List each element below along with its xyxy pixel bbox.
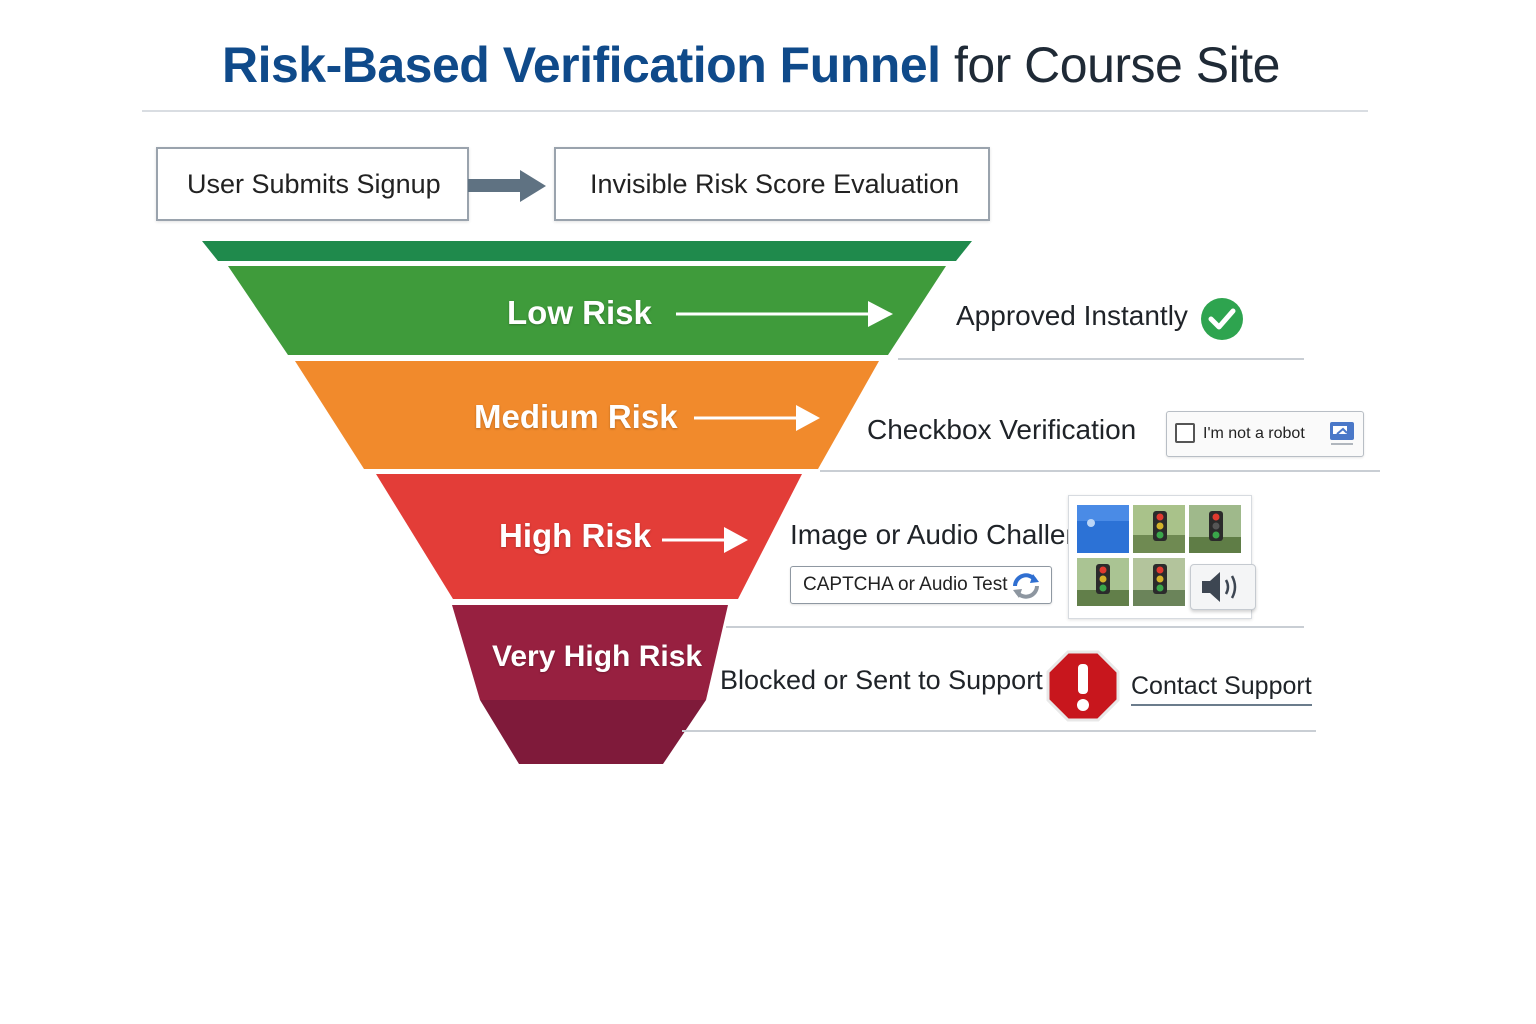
flow-start-box: User Submits Signup [156, 147, 469, 221]
tier-label-high: High Risk [499, 517, 652, 554]
traffic-light-tile-2[interactable] [1133, 505, 1185, 553]
stop-octagon-exclamation-icon [1046, 650, 1120, 722]
tier-label-medium: Medium Risk [474, 398, 678, 435]
title-strong: Risk-Based Verification Funnel [222, 37, 941, 93]
funnel-tier-medium [295, 361, 879, 469]
refresh-icon [1013, 573, 1039, 599]
separator-high [726, 626, 1304, 628]
outcome-veryhigh: Blocked or Sent to Support [720, 665, 1043, 695]
separator-veryhigh [682, 730, 1316, 732]
title-divider [142, 110, 1368, 112]
funnel-top-band [202, 241, 972, 261]
image-tile-1[interactable] [1077, 505, 1129, 553]
arrow-high-icon [662, 527, 748, 553]
flow-next-label: Invisible Risk Score Evaluation [590, 168, 960, 199]
captcha-label: CAPTCHA or Audio Test [803, 574, 1008, 595]
funnel-tier-veryhigh-bottom [480, 700, 706, 764]
arrow-medium-icon [694, 405, 820, 431]
tier-label-veryhigh: Very High Risk [492, 640, 703, 673]
funnel-tier-veryhigh [452, 605, 728, 700]
captcha-audio-test-button[interactable]: CAPTCHA or Audio Test [790, 566, 1052, 604]
recaptcha-logo-icon [1330, 422, 1354, 445]
image-challenge-grid [1068, 495, 1252, 619]
flow-arrow-icon [468, 170, 546, 202]
flow-start-label: User Submits Signup [187, 168, 441, 199]
funnel-tier-high [376, 474, 802, 599]
flow-next-box: Invisible Risk Score Evaluation [554, 147, 990, 221]
recaptcha-checkbox-widget[interactable]: I'm not a robot [1166, 411, 1364, 457]
tier-label-low: Low Risk [507, 294, 652, 331]
traffic-light-tile-3[interactable] [1189, 505, 1241, 553]
outcome-high: Image or Audio Challenge [790, 519, 1113, 550]
contact-support-link[interactable]: Contact Support [1131, 672, 1312, 706]
check-circle-icon [1201, 298, 1243, 340]
arrow-low-icon [676, 301, 893, 327]
outcome-medium: Checkbox Verification [867, 414, 1137, 445]
page-title: Risk-Based Verification Funnel for Cours… [222, 36, 1280, 94]
funnel-tier-low [228, 266, 946, 355]
robot-label: I'm not a robot [1203, 425, 1305, 442]
audio-challenge-button[interactable] [1190, 564, 1256, 610]
outcome-low: Approved Instantly [956, 300, 1188, 331]
speaker-icon [1202, 572, 1237, 602]
title-rest: for Course Site [953, 37, 1280, 93]
separator-medium [820, 470, 1380, 472]
traffic-light-tile-4[interactable] [1077, 558, 1129, 606]
traffic-light-tile-5[interactable] [1133, 558, 1185, 606]
robot-checkbox[interactable] [1175, 423, 1195, 443]
separator-low [898, 358, 1304, 360]
